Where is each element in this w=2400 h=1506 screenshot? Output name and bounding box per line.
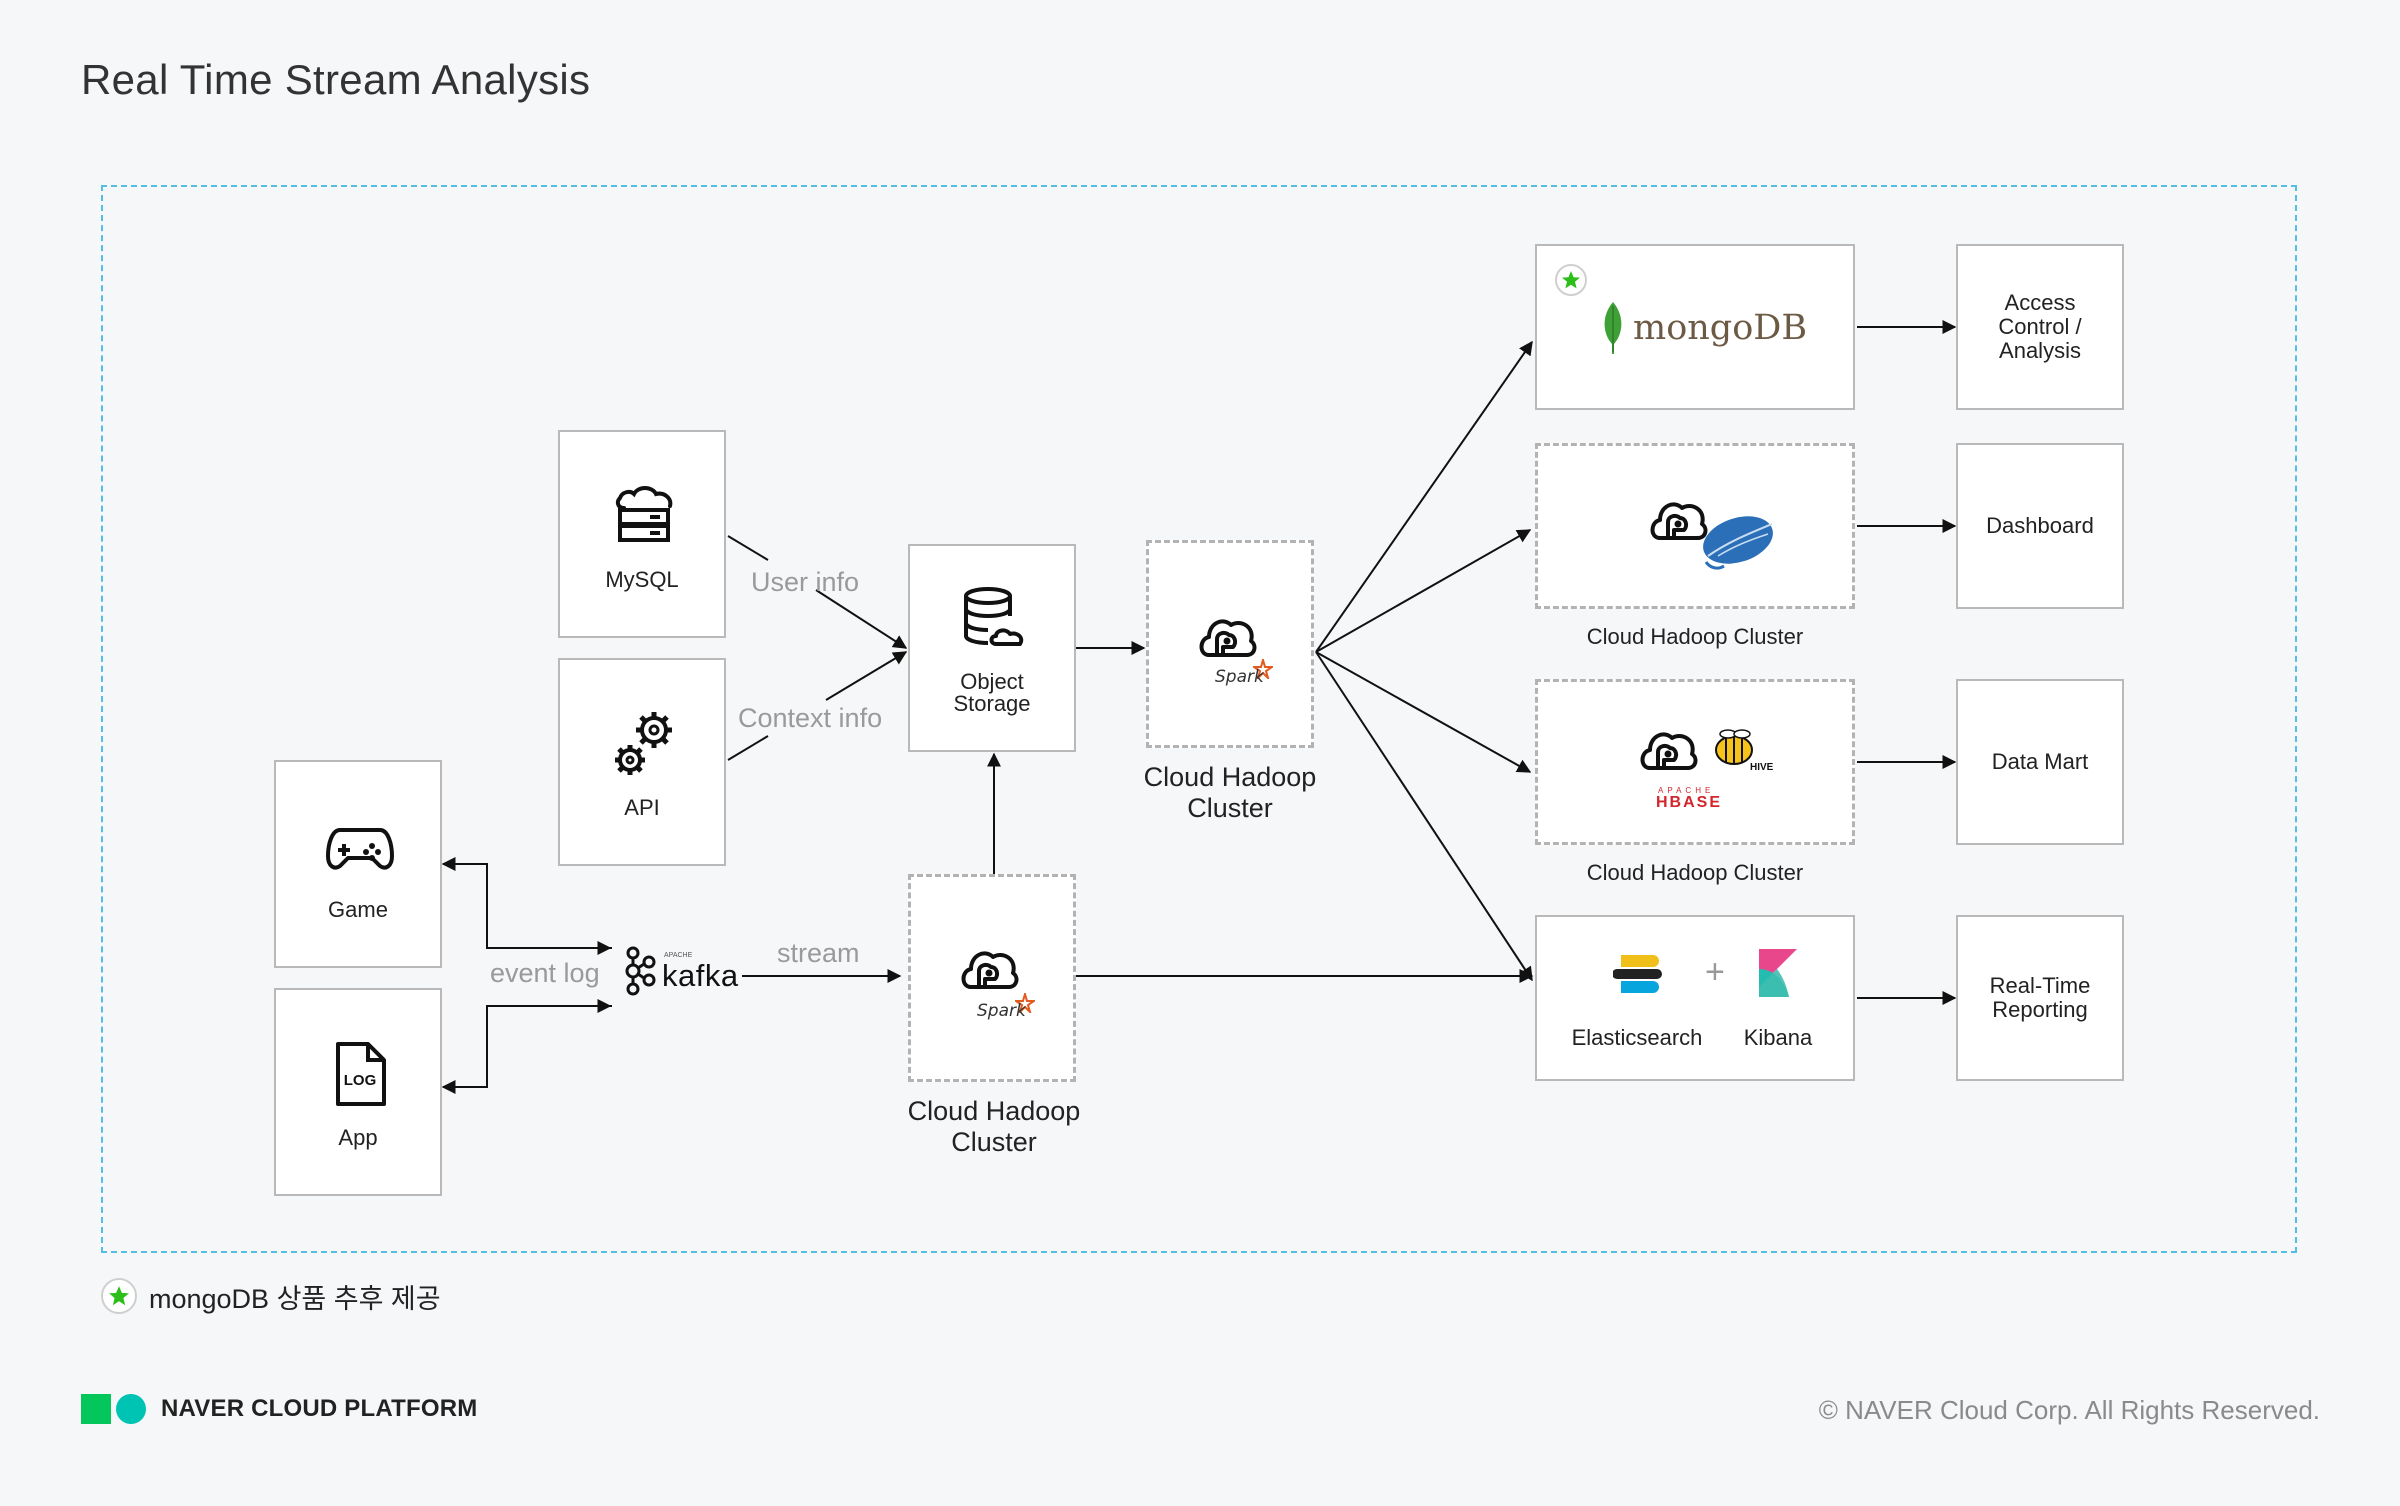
source-mysql-label: MySQL (605, 567, 679, 592)
elasticsearch-label: Elasticsearch (1571, 1025, 1703, 1050)
ncp-logo-icon (81, 1394, 146, 1424)
hadoop-cloud-icon (1199, 619, 1257, 657)
phoenix-feather-icon (1703, 516, 1773, 570)
mongodb-leaf-icon (1604, 302, 1622, 354)
spark-star-icon (1253, 659, 1273, 679)
star-icon (109, 1286, 129, 1306)
target-elastic-kibana: + Elasticsearch Kibana (1535, 915, 1855, 1081)
output-data-mart-text: Data Mart (1991, 749, 2089, 774)
output-reporting-line1: Real-Time (1989, 973, 2091, 998)
star-badge (1555, 264, 1587, 296)
output-reporting-text: Real-Time Reporting (1958, 974, 2122, 1022)
hadoop-cloud-icon (1650, 502, 1708, 540)
hive-bee-icon (1715, 729, 1753, 765)
kibana-icon (1759, 949, 1797, 997)
star-icon (1562, 271, 1580, 289)
edge-label-context-info: Context info (738, 703, 883, 733)
output-access-control-text: Access Control / Analysis (1958, 291, 2122, 363)
target-hadoop-cluster-2: HIVE APACHE HBASE (1535, 679, 1855, 845)
svg-text:LOG: LOG (344, 1072, 377, 1089)
hadoop-cluster-2-caption: Cloud Hadoop Cluster (1586, 860, 1804, 885)
hbase-apache-text: APACHE (1658, 786, 1715, 795)
object-storage-line2: Storage (953, 691, 1031, 716)
source-game: Game (274, 760, 442, 968)
star-badge (101, 1278, 137, 1314)
spark-logo-text: Spark (977, 1001, 1026, 1021)
output-dashboard-text: Dashboard (1986, 513, 2094, 538)
edge-label-user-info: User info (751, 567, 860, 597)
target-hadoop-cluster-1 (1535, 443, 1855, 609)
output-access-line1: Access (2004, 290, 2076, 315)
elasticsearch-icon (1613, 955, 1662, 993)
edge-mysql-objstorage (727, 535, 769, 561)
spark-stream-cluster: Spark (908, 874, 1076, 1082)
hadoop-cloud-icon (961, 951, 1019, 989)
page-title: Real Time Stream Analysis (81, 56, 591, 103)
output-access-control: Access Control / Analysis (1956, 244, 2124, 410)
output-access-line2: Control / (1998, 314, 2082, 339)
target-mongodb: mongoDB (1535, 244, 1855, 410)
kafka-logo: APACHE kafka (622, 946, 742, 996)
edge-fan-mongodb (1315, 340, 1533, 653)
source-app-label: App (338, 1125, 378, 1150)
source-api-label: API (624, 795, 660, 820)
kafka-apache-text: APACHE (664, 952, 693, 959)
output-realtime-reporting: Real-Time Reporting (1956, 915, 2124, 1081)
spark-star-icon (1015, 993, 1035, 1013)
diagram-frame (101, 185, 2297, 1253)
hbase-logo-text: HBASE (1656, 794, 1723, 811)
edge-fan-hadoop1 (1315, 529, 1532, 653)
object-storage: Object Storage (908, 544, 1076, 752)
source-game-label: Game (328, 897, 388, 922)
edge-kafka-app (441, 1005, 612, 1094)
storage-database-icon (964, 587, 1024, 646)
source-api: API (558, 658, 726, 866)
gamepad-icon (326, 828, 394, 870)
log-file-icon: LOG (336, 1042, 386, 1106)
edge-fan-hadoop2 (1315, 651, 1532, 773)
source-mysql: MySQL (558, 430, 726, 638)
edge-kafka-game (441, 857, 612, 949)
output-reporting-line2: Reporting (1992, 997, 2088, 1022)
copyright: © NAVER Cloud Corp. All Rights Reserved. (1818, 1395, 2320, 1425)
kibana-label: Kibana (1743, 1025, 1813, 1050)
edge-api-objstorage (727, 735, 769, 761)
output-data-mart: Data Mart (1956, 679, 2124, 845)
spark-logo-text: Spark (1215, 667, 1264, 687)
edge-label-event-log: event log (490, 958, 600, 988)
output-access-line3: Analysis (1999, 338, 2081, 363)
legend-note: mongoDB 상품 추후 제공 (101, 1276, 441, 1316)
kafka-name: kafka (662, 958, 739, 993)
spark-batch-caption-line1: Cloud Hadoop (1143, 762, 1317, 792)
plus-sign: + (1705, 953, 1725, 991)
object-storage-line1: Object (960, 669, 1024, 694)
hadoop-cloud-icon (1640, 732, 1698, 770)
edge-label-stream: stream (777, 938, 860, 968)
edge-mysql-objstorage-2 (815, 589, 908, 649)
legend-note-text: mongoDB 상품 추후 제공 (149, 1283, 441, 1314)
gears-icon (615, 712, 672, 775)
output-dashboard: Dashboard (1956, 443, 2124, 609)
hadoop-cluster-1-caption: Cloud Hadoop Cluster (1586, 624, 1804, 649)
mongodb-logo-text: mongoDB (1633, 308, 1808, 348)
ncp-logo: NAVER CLOUD PLATFORM (81, 1393, 477, 1425)
spark-stream-caption-line2: Cluster (951, 1127, 1037, 1157)
spark-batch-cluster: Spark (1146, 540, 1314, 748)
source-app: LOG App (274, 988, 442, 1196)
edge-fan-elastic (1315, 651, 1533, 982)
spark-batch-caption-line2: Cluster (1187, 793, 1273, 823)
edge-api-objstorage-2 (825, 651, 908, 701)
kafka-icon (625, 946, 656, 996)
database-cloud-icon (615, 486, 673, 542)
spark-stream-caption-line1: Cloud Hadoop (907, 1096, 1081, 1126)
ncp-brand-text: NAVER CLOUD PLATFORM (161, 1395, 478, 1422)
hive-logo-text: HIVE (1750, 762, 1774, 773)
